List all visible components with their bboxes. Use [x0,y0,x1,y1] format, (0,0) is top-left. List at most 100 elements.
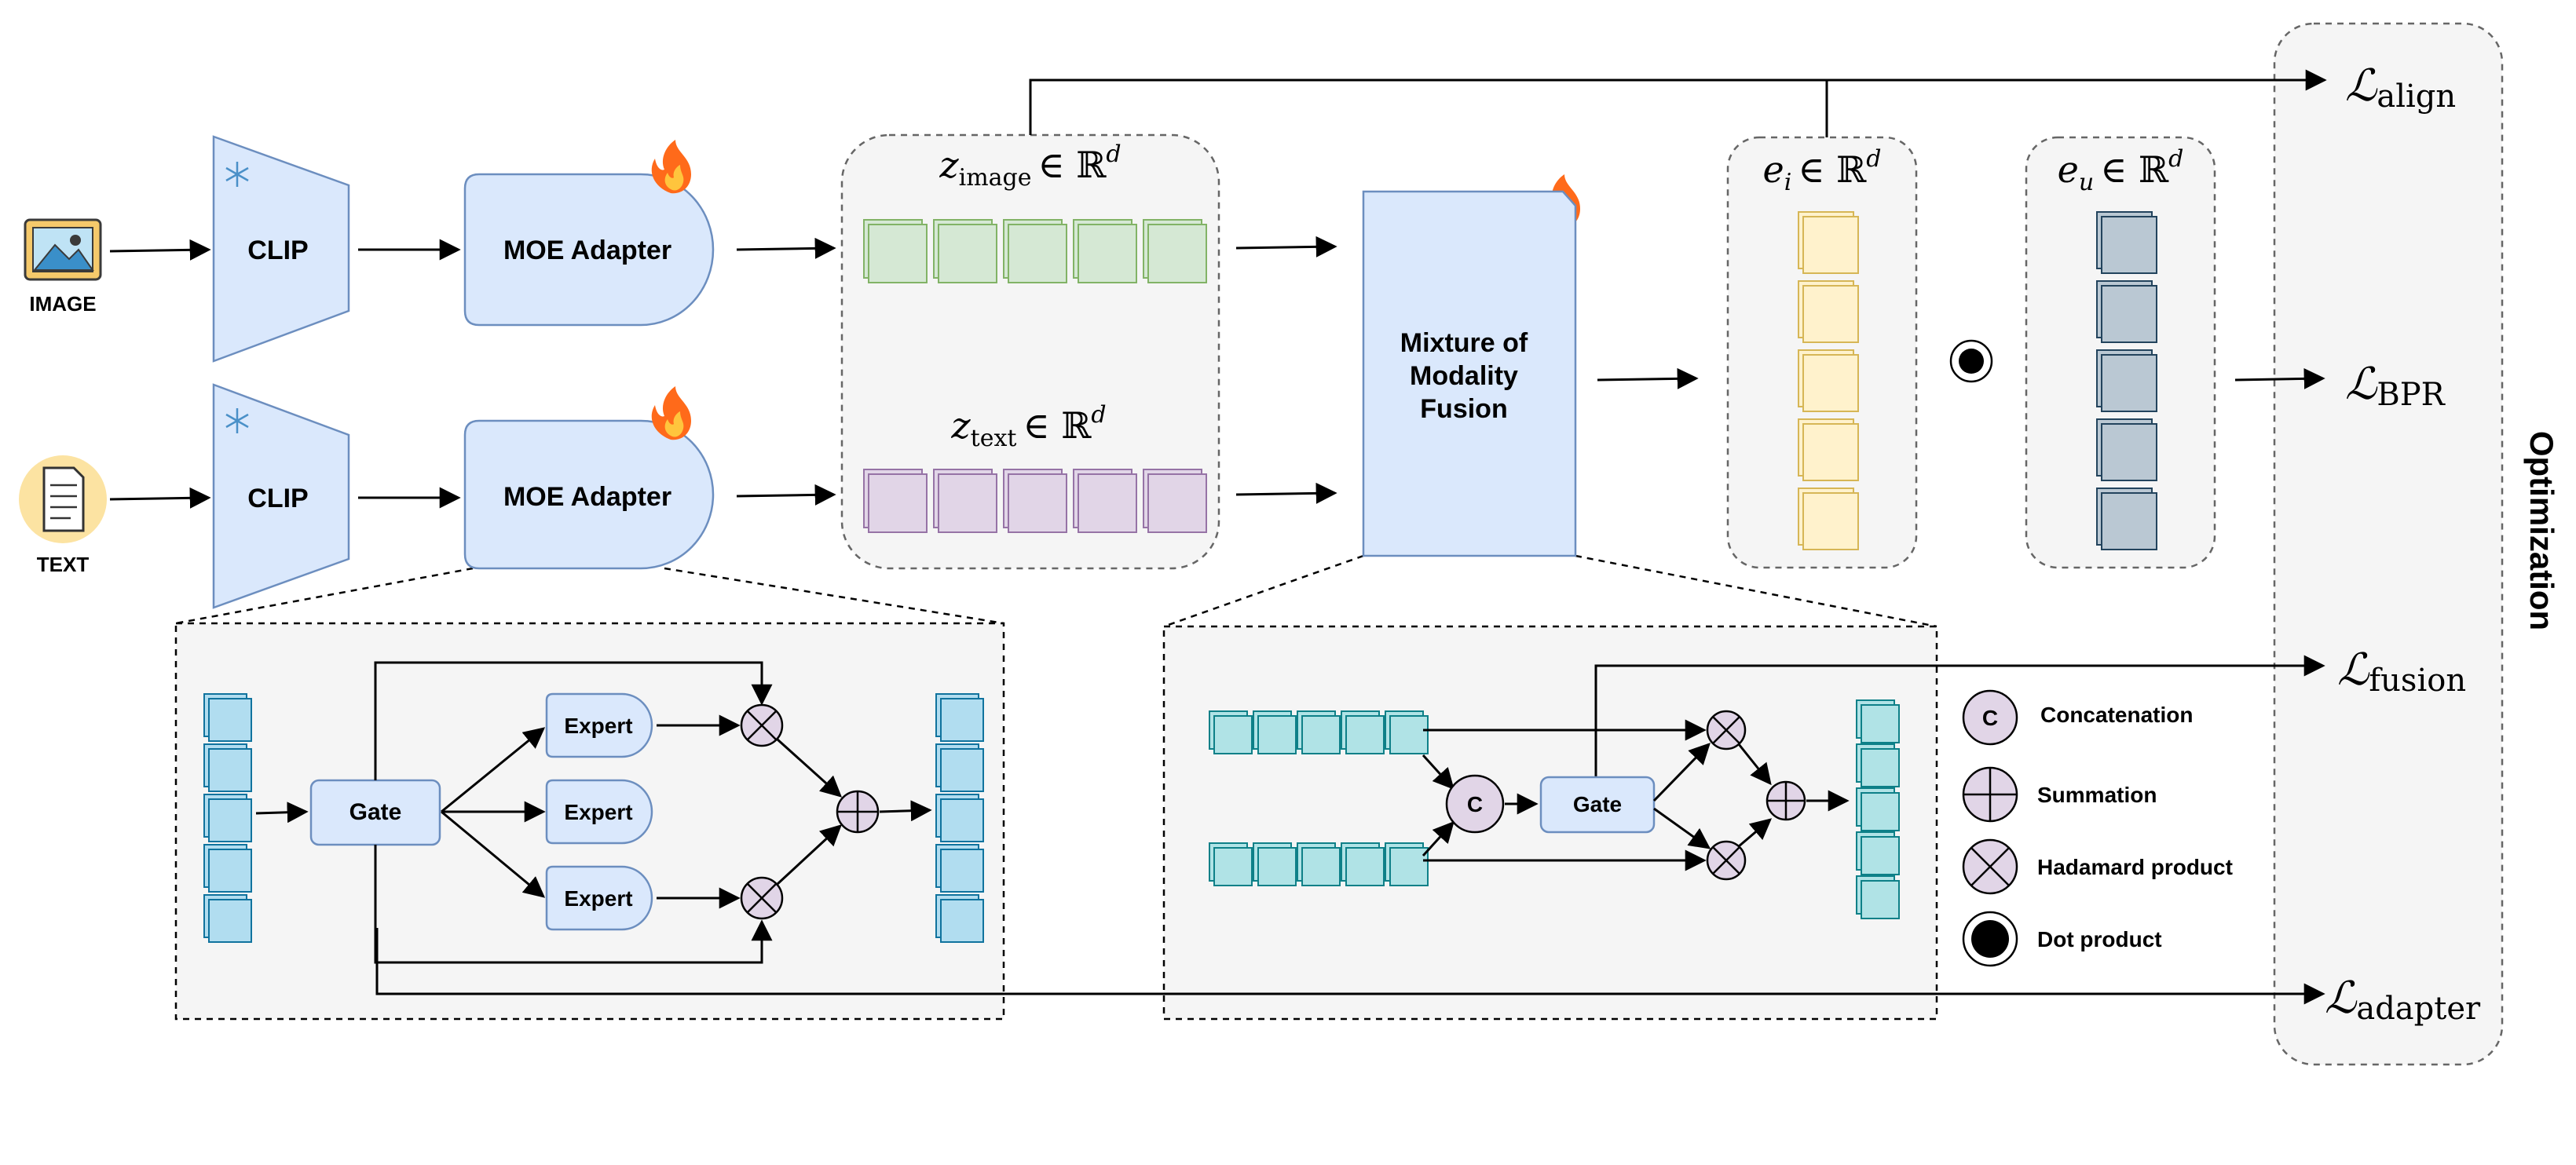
adapter-output-token [935,743,984,792]
summation-operator-fusion [1766,780,1806,821]
adapter-input-token [203,894,252,943]
adapter-output-token [935,794,984,842]
fusion-hadamard-top [1706,710,1747,750]
summation-operator-adapter [836,790,880,834]
arrow-to-bpr [2234,367,2325,389]
image-input-label: IMAGE [29,292,96,316]
text-input-label: TEXT [37,553,90,576]
fusion-text-token [1253,842,1297,886]
user-token [2096,418,2157,481]
z-image-token [1003,219,1067,283]
fusion-output-token [1856,743,1900,787]
arrow-bottom-row-concat [1422,820,1454,857]
fusion-label-line2: Modality [1410,361,1518,391]
z-text-token [1003,469,1067,533]
clip-encoder-bottom [212,383,350,609]
legend: C Concatenation Summation Hadamard produ… [1962,689,2233,967]
z-image-token [1073,219,1137,283]
adapter-loss-connector [375,928,2325,1005]
expert-3 [545,865,653,931]
arrow-gate-hadamard-top [1652,743,1711,802]
optimization-panel [2273,22,2504,1066]
item-token [1798,211,1859,274]
hadamard-operator-bottom [740,876,784,920]
arrow-ztext-to-fusion [1235,482,1337,504]
concat-operator-label: C [1467,792,1483,816]
loss-align: ℒalign [2345,60,2456,115]
flame-icon [651,140,691,194]
moe-adapter-bottom [463,419,715,570]
arrow-tokens-to-gate [255,802,309,824]
legend-summation-symbol [1962,766,2018,823]
arrow-image-to-clip [109,239,211,261]
adapter-input-token [203,794,252,842]
fusion-image-token [1341,710,1385,754]
legend-hadamard: Hadamard product [2037,855,2233,879]
z-image-embedding [863,219,1207,283]
document-icon [19,455,107,543]
arrow-top-row-concat [1422,754,1454,791]
user-token [2096,488,2157,550]
expert-3-label: Expert [564,886,632,911]
snowflake-icon [225,162,249,187]
fusion-label-line3: Fusion [1420,394,1507,424]
clip-encoder-top [212,135,350,363]
optimization-title: Optimization [2523,431,2560,630]
adapter-input-token [203,844,252,893]
legend-concat-symbol-label: C [1982,706,1998,730]
moe-adapter-top [463,173,715,327]
z-text-token [1073,469,1137,533]
adapter-zoom-line-left [175,567,474,625]
fusion-output-tokens [1856,699,1900,919]
fusion-hadamard-bottom [1706,840,1747,881]
loss-bpr: ℒBPR [2345,359,2446,413]
adapter-gate-label: Gate [349,799,402,825]
adapter-input-token [203,743,252,792]
arrow-hadamard-top-sum [776,738,843,798]
arrow-adapter-to-ztext [736,484,836,506]
fusion-zoom-line-right [1575,554,1937,628]
z-text-label: ztext∈ ℝd [950,401,1106,452]
arrow-gate-hadamard-bottom [1653,807,1711,849]
moe-adapter-bottom-label: MOE Adapter [503,482,671,512]
adapter-input-tokens [203,693,252,943]
expert-2-label: Expert [564,800,632,824]
fusion-output-token [1856,699,1900,743]
fusion-text-token [1297,842,1341,886]
z-image-token [933,219,997,283]
legend-dot: Dot product [2037,927,2162,951]
arrow-zimage-to-fusion [1235,236,1337,257]
clip-top-label: CLIP [247,236,308,265]
z-image-token [1143,219,1207,283]
fusion-text-token [1341,842,1385,886]
user-token [2096,211,2157,274]
item-token [1798,349,1859,412]
adapter-output-tokens [935,693,984,943]
gate-to-hadamard-top [374,661,773,780]
snowflake-icon [225,408,249,433]
e-i-label: ei∈ ℝd [1763,145,1882,196]
fusion-label-line1: Mixture of [1400,328,1528,358]
adapter-output-token [935,894,984,943]
arrow-text-to-clip [109,487,211,509]
item-token [1798,418,1859,481]
arrow-sum-to-output [879,800,932,822]
user-embedding [2096,211,2157,550]
clip-bottom-label: CLIP [247,484,308,513]
user-token [2096,280,2157,343]
hadamard-operator-top [740,703,784,747]
arrow-adapter-to-zimage [736,237,836,259]
align-connector [1029,69,2327,135]
legend-summation: Summation [2037,783,2157,807]
item-token [1798,280,1859,343]
arrow-fh-bottom-sum [1738,818,1773,848]
fusion-text-token [1209,842,1253,886]
e-u-label: eu∈ ℝd [2058,145,2184,196]
adapter-zoom-line-right [664,567,1004,625]
gate-to-hadamard-bottom [374,845,773,964]
fusion-loss-connector [1594,655,2325,801]
arrow-hadamard-bottom-sum [776,824,842,886]
moe-adapter-top-label: MOE Adapter [503,236,671,265]
fusion-image-token [1385,710,1429,754]
